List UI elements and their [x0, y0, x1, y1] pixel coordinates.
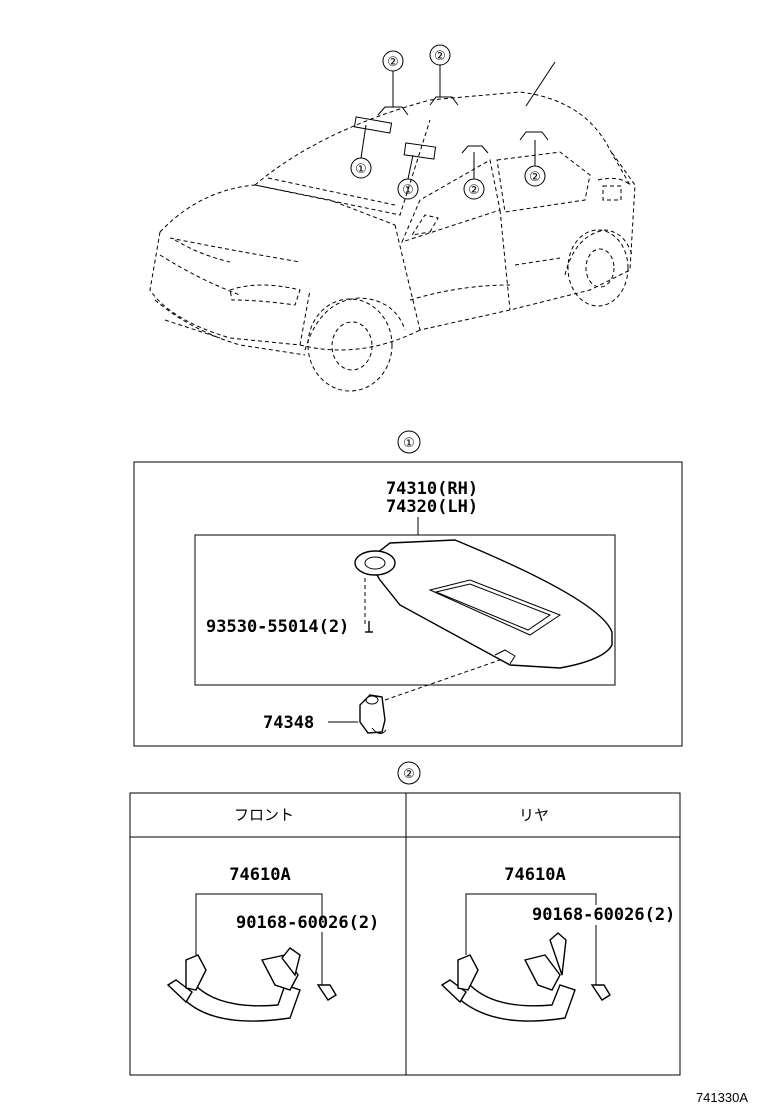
rear-header: リヤ — [519, 806, 549, 824]
front-grip-screw-label: 90168-60026(2) — [236, 913, 379, 933]
car-callout-5: ② — [463, 152, 485, 200]
car-illustration — [149, 61, 636, 392]
sun-visor-drawing — [354, 539, 613, 669]
rear-grip-part-label: 74610A — [504, 865, 565, 885]
section2-frame — [129, 792, 681, 1076]
visor-holder-drawing — [359, 694, 387, 734]
front-grip-part-label: 74610A — [229, 865, 290, 885]
svg-text:①: ① — [403, 436, 415, 451]
front-assist-grip-drawing — [166, 947, 337, 1022]
car-callout-3: ① — [350, 124, 372, 179]
section1-frame — [133, 461, 683, 747]
svg-text:①: ① — [402, 183, 414, 198]
section1-inner-frame — [194, 534, 616, 686]
svg-text:②: ② — [387, 55, 399, 70]
svg-text:②: ② — [403, 767, 415, 782]
svg-text:②: ② — [529, 170, 541, 185]
sun-visor-lh-label: 74320(LH) — [386, 497, 478, 517]
sun-visor-rh-label: 74310(RH) — [386, 479, 478, 499]
rear-grip-screw-label: 90168-60026(2) — [532, 905, 675, 925]
car-callout-4: ① — [397, 154, 419, 200]
svg-text:②: ② — [434, 49, 446, 64]
section2-marker: ② — [397, 761, 421, 785]
figure-id: 741330A — [696, 1090, 748, 1105]
svg-text:②: ② — [468, 183, 480, 198]
front-header: フロント — [234, 806, 294, 824]
screw-icon — [365, 621, 373, 633]
screw-93530-label: 93530-55014(2) — [206, 617, 349, 637]
rear-assist-grip-drawing — [440, 932, 611, 1022]
car-callout-1: ② — [382, 50, 404, 107]
svg-text:①: ① — [355, 162, 367, 177]
car-callout-6: ② — [524, 140, 546, 187]
section1-marker: ① — [397, 430, 421, 454]
car-callout-2: ② — [429, 44, 451, 97]
visor-holder-label: 74348 — [263, 713, 314, 733]
